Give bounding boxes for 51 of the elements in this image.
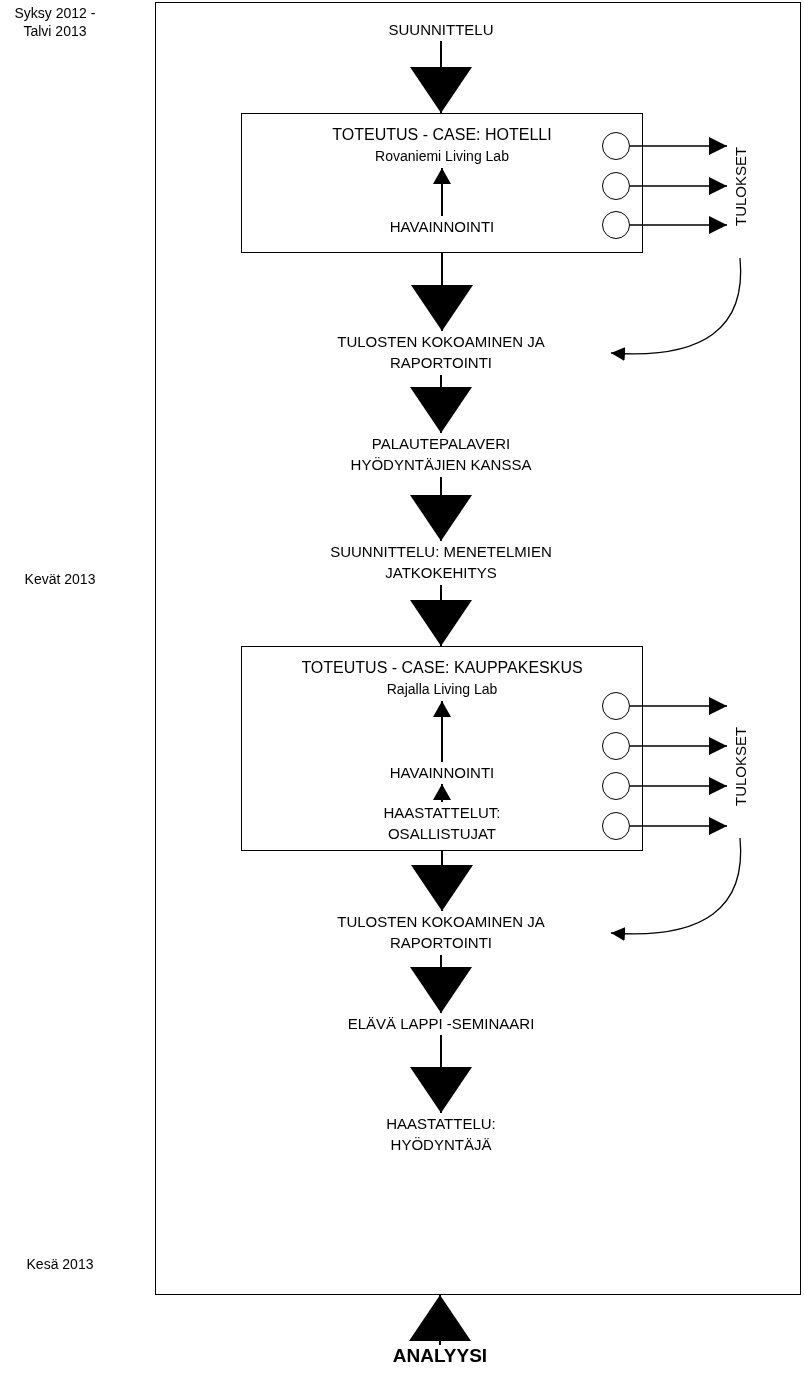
stage-heading: TOTEUTUS - CASE: HOTELLI: [331, 125, 553, 145]
arrow: [433, 167, 451, 217]
arrow: [629, 777, 728, 795]
result-text: TULOKSET: [727, 126, 753, 246]
curved-arrow: [610, 837, 742, 941]
step-text: HAASTATTELUT: OSALLISTUJAT: [342, 802, 542, 846]
flow-arrow: [410, 476, 472, 542]
flow-arrow: [409, 1294, 471, 1346]
step-text: SUUNNITTELU: [341, 19, 541, 41]
stage-box: [241, 113, 643, 253]
arrow: [629, 216, 728, 234]
step-text: HAVAINNOINTI: [342, 216, 542, 238]
arrow: [433, 783, 451, 803]
arrow: [629, 177, 728, 195]
circle-symbol: [602, 692, 630, 720]
analysis-text: ANALYYSI: [360, 1345, 520, 1373]
step-text: HAVAINNOINTI: [342, 762, 542, 784]
circle-symbol: [602, 732, 630, 760]
time-label: Kesä 2013: [25, 1255, 95, 1273]
arrow: [433, 700, 451, 763]
frame-border: [155, 2, 801, 1295]
stage-subtitle: Rovaniemi Living Lab: [374, 147, 510, 166]
circle-symbol: [602, 172, 630, 200]
time-label: Syksy 2012 - Talvi 2013: [13, 4, 97, 40]
circle-symbol: [602, 211, 630, 239]
circle-symbol: [602, 772, 630, 800]
result-text: TULOKSET: [727, 706, 753, 826]
curved-arrow: [610, 257, 742, 361]
arrow: [629, 137, 728, 155]
stage-heading: TOTEUTUS - CASE: KAUPPAKESKUS: [300, 658, 584, 678]
stage-box: [241, 646, 643, 851]
arrow: [629, 737, 728, 755]
circle-symbol: [602, 812, 630, 840]
time-label: Kevät 2013: [23, 570, 97, 588]
flow-arrow: [411, 252, 473, 332]
flow-arrow: [410, 40, 472, 114]
step-text: TULOSTEN KOKOAMINEN JA RAPORTOINTI: [331, 911, 551, 955]
arrow: [629, 817, 728, 835]
flow-arrow: [410, 584, 472, 647]
stage-subtitle: Rajalla Living Lab: [385, 680, 499, 699]
step-text: PALAUTEPALAVERI HYÖDYNTÄJIEN KANSSA: [331, 433, 551, 477]
flow-arrow: [411, 850, 473, 912]
step-text: TULOSTEN KOKOAMINEN JA RAPORTOINTI: [331, 331, 551, 375]
step-text: ELÄVÄ LAPPI -SEMINAARI: [331, 1013, 551, 1035]
flow-arrow: [410, 374, 472, 434]
circle-symbol: [602, 132, 630, 160]
arrow: [629, 697, 728, 715]
flow-arrow: [410, 954, 472, 1014]
step-text: SUUNNITTELU: MENETELMIEN JATKOKEHITYS: [311, 541, 571, 585]
step-text: HAASTATTELU: HYÖDYNTÄJÄ: [341, 1113, 541, 1157]
flow-arrow: [410, 1034, 472, 1114]
